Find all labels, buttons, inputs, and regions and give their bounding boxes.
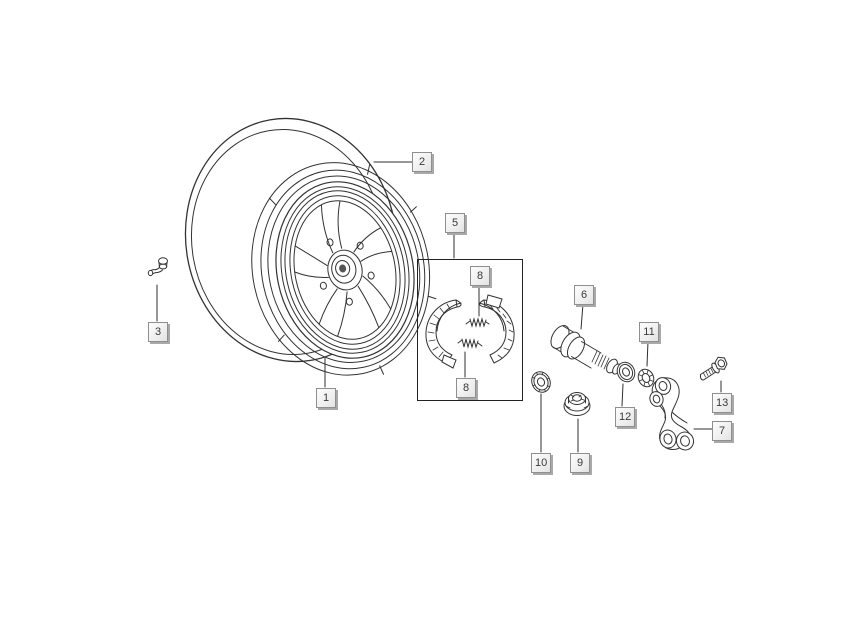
- callout-3-label: 3: [154, 326, 162, 338]
- callout-6-axle[interactable]: 6: [574, 285, 594, 305]
- callout-6-label: 6: [580, 289, 588, 301]
- callout-13-label: 13: [716, 397, 729, 409]
- hub-nut-drawing: [564, 393, 590, 416]
- callout-11-ring[interactable]: 11: [639, 322, 659, 342]
- washer-drawing: [614, 359, 638, 384]
- callout-5-brake-shoe-kit[interactable]: 5: [445, 213, 465, 233]
- callout-11-label: 11: [643, 326, 655, 338]
- shoe-spring-lower-drawing: [458, 339, 482, 347]
- brake-shoe-kit-box: [418, 260, 523, 401]
- bead-tick-marks: [246, 157, 449, 394]
- brake-arm-bracket-drawing: [648, 375, 696, 451]
- brake-shoes-drawing: [426, 295, 514, 368]
- callout-8-spring-upper[interactable]: 8: [470, 266, 490, 286]
- callout-10-label: 10: [535, 457, 548, 469]
- callout-12-label: 12: [619, 411, 632, 423]
- valve-stem-drawing: [148, 258, 167, 276]
- callout-9-label: 9: [576, 457, 584, 469]
- callout-9-hub-nut[interactable]: 9: [570, 453, 590, 473]
- ring-drawing: [635, 367, 656, 390]
- callout-7-label: 7: [718, 425, 726, 437]
- callout-3-valve-stem[interactable]: 3: [148, 322, 168, 342]
- callout-7-bracket[interactable]: 7: [712, 421, 732, 441]
- leader-lines: [157, 162, 721, 452]
- callout-5-label: 5: [451, 217, 459, 229]
- callout-12-washer[interactable]: 12: [615, 407, 636, 427]
- hub-bolt-holes: [311, 231, 379, 310]
- callout-2-label: 2: [418, 156, 426, 168]
- callout-1-wheel-rim[interactable]: 1: [316, 388, 336, 408]
- wheel-spokes: [282, 192, 406, 342]
- callout-8b-label: 8: [462, 382, 470, 394]
- wheel-hub: [324, 247, 366, 293]
- callout-8-spring-lower[interactable]: 8: [456, 378, 476, 398]
- callout-2-tire[interactable]: 2: [412, 152, 432, 172]
- wheel-rim-drawing: [232, 146, 450, 397]
- callout-10-washer-small[interactable]: 10: [531, 453, 552, 473]
- shoe-spring-upper-drawing: [466, 319, 489, 326]
- hex-bolt-drawing: [700, 357, 727, 380]
- callout-13-hex-bolt[interactable]: 13: [712, 393, 733, 413]
- callout-8a-label: 8: [476, 270, 484, 282]
- axle-drawing: [547, 322, 622, 375]
- washer-small-drawing: [528, 369, 553, 396]
- callout-1-label: 1: [322, 392, 330, 404]
